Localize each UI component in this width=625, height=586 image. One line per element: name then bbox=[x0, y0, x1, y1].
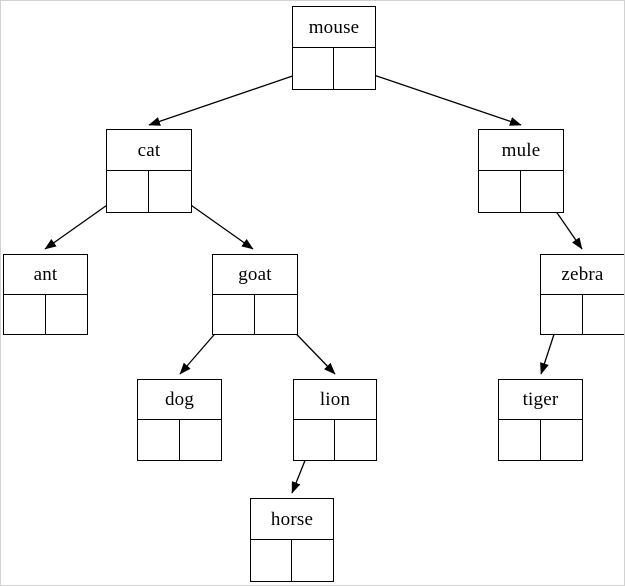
tree-node-dog[interactable]: dog bbox=[137, 379, 222, 461]
node-label-lion: lion bbox=[294, 380, 376, 420]
node-pointers-horse bbox=[251, 540, 333, 581]
node-label-dog: dog bbox=[138, 380, 221, 420]
tree-edge-mouse-to-mule bbox=[355, 68, 522, 126]
tree-node-mouse[interactable]: mouse bbox=[292, 6, 376, 90]
node-label-goat: goat bbox=[213, 255, 297, 295]
node-right-pointer-goat bbox=[255, 295, 297, 335]
node-left-pointer-zebra bbox=[541, 294, 583, 334]
node-right-pointer-dog bbox=[180, 420, 222, 460]
tree-node-cat[interactable]: cat bbox=[106, 129, 192, 213]
node-label-mule: mule bbox=[479, 130, 563, 171]
node-label-horse: horse bbox=[251, 499, 333, 540]
node-pointers-cat bbox=[107, 171, 191, 212]
node-left-pointer-dog bbox=[138, 420, 180, 460]
tree-node-zebra[interactable]: zebra bbox=[540, 254, 625, 335]
node-pointers-zebra bbox=[541, 294, 625, 335]
node-left-pointer-tiger bbox=[499, 420, 541, 460]
node-left-pointer-mule bbox=[479, 171, 521, 212]
node-right-pointer-lion bbox=[335, 420, 376, 460]
node-right-pointer-mouse bbox=[334, 48, 375, 89]
node-pointers-goat bbox=[213, 294, 297, 335]
tree-edge-mouse-to-cat bbox=[148, 68, 314, 126]
node-label-cat: cat bbox=[107, 130, 191, 171]
node-label-mouse: mouse bbox=[293, 7, 375, 48]
tree-node-horse[interactable]: horse bbox=[250, 498, 334, 582]
node-right-pointer-ant bbox=[46, 295, 88, 335]
node-pointers-mouse bbox=[293, 48, 375, 89]
tree-node-tiger[interactable]: tiger bbox=[498, 379, 583, 461]
node-right-pointer-mule bbox=[521, 171, 563, 212]
node-left-pointer-mouse bbox=[293, 48, 334, 89]
node-label-tiger: tiger bbox=[499, 380, 582, 420]
node-left-pointer-goat bbox=[213, 294, 255, 334]
node-left-pointer-cat bbox=[107, 171, 149, 212]
node-pointers-lion bbox=[294, 420, 376, 460]
node-pointers-mule bbox=[479, 171, 563, 212]
node-pointers-dog bbox=[138, 420, 221, 460]
node-pointers-ant bbox=[4, 294, 88, 335]
tree-node-mule[interactable]: mule bbox=[478, 129, 564, 213]
node-label-ant: ant bbox=[4, 255, 87, 295]
node-left-pointer-lion bbox=[294, 420, 335, 460]
tree-node-ant[interactable]: ant bbox=[3, 254, 88, 335]
node-right-pointer-tiger bbox=[541, 420, 583, 460]
node-pointers-tiger bbox=[499, 420, 582, 460]
tree-node-goat[interactable]: goat bbox=[212, 254, 298, 335]
node-right-pointer-zebra bbox=[583, 295, 625, 335]
node-right-pointer-horse bbox=[292, 540, 333, 581]
node-left-pointer-ant bbox=[4, 294, 46, 334]
node-right-pointer-cat bbox=[149, 171, 191, 212]
tree-node-lion[interactable]: lion bbox=[293, 379, 377, 461]
node-label-zebra: zebra bbox=[541, 255, 624, 295]
node-left-pointer-horse bbox=[251, 540, 292, 581]
